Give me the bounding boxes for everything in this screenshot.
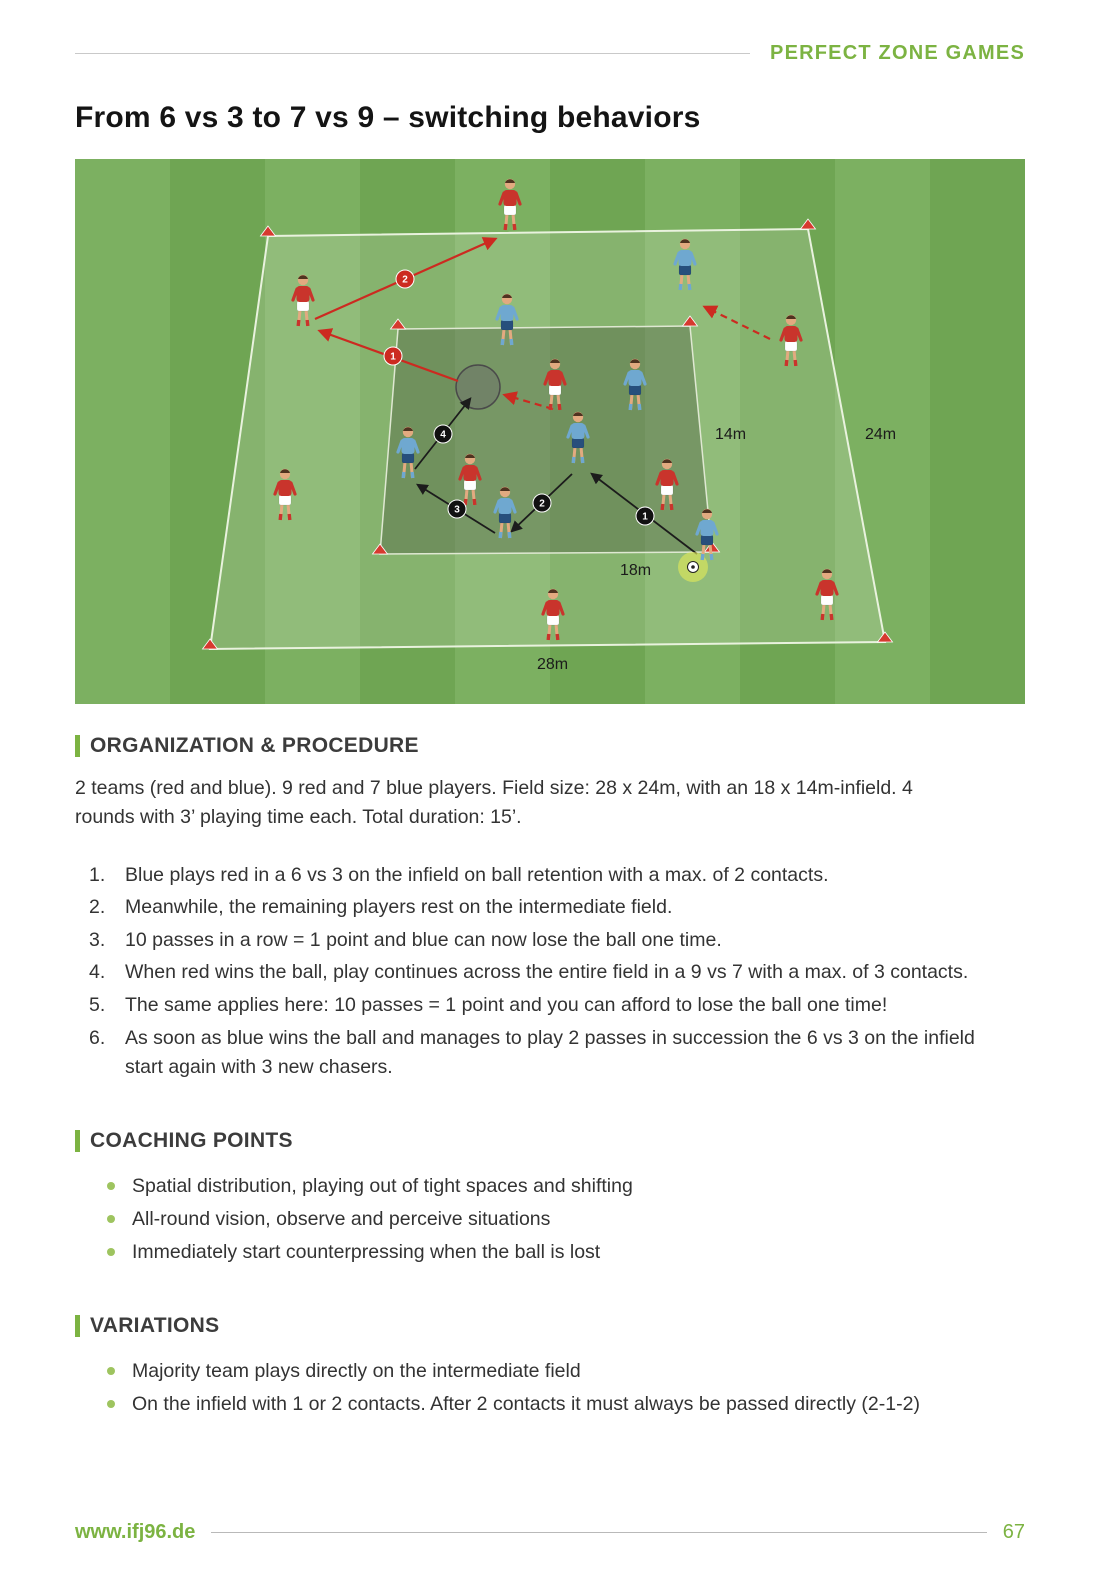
dimension-label: 28m	[537, 656, 568, 673]
page-footer: www.ifj96.de 67	[75, 1521, 1025, 1544]
section-coaching-points: COACHING POINTS Spatial distribution, pl…	[75, 1129, 1025, 1268]
player-blue	[695, 508, 719, 561]
procedure-step: Blue plays red in a 6 vs 3 on the infiel…	[89, 861, 829, 890]
infield-zone	[379, 325, 713, 555]
player-blue	[396, 426, 420, 479]
run-arrow	[702, 305, 771, 340]
coaching-point: All-round vision, observe and perceive s…	[105, 1204, 1025, 1234]
svg-text:4: 4	[440, 430, 446, 441]
player-blue	[623, 358, 647, 411]
svg-text:1: 1	[642, 512, 648, 523]
pass-number-marker: 1	[635, 506, 655, 526]
player-red	[291, 274, 315, 327]
grass-stripe	[930, 159, 1025, 704]
field-diagram-svg: 1 2 3 4 1 2 14m 24m 18m 28m	[75, 159, 1025, 704]
section-heading: ORGANIZATION & PROCEDURE	[90, 734, 419, 757]
player-red	[655, 458, 679, 511]
cone-icon	[201, 638, 219, 650]
procedure-step: The same applies here: 10 passes = 1 poi…	[89, 991, 888, 1020]
coaching-point: Spatial distribution, playing out of tig…	[105, 1171, 1025, 1201]
player-red	[498, 178, 522, 231]
cone-icon	[371, 543, 389, 555]
section-heading-row: COACHING POINTS	[75, 1129, 1025, 1153]
section-heading: VARIATIONS	[90, 1313, 220, 1337]
grass-stripe	[75, 159, 171, 704]
svg-text:1: 1	[390, 352, 396, 363]
footer-divider	[211, 1532, 987, 1533]
cone-icon	[876, 631, 894, 643]
procedure-step: 10 passes in a row = 1 point and blue ca…	[89, 926, 722, 955]
section-heading: COACHING POINTS	[90, 1128, 293, 1152]
procedure-step: When red wins the ball, play continues a…	[89, 958, 969, 987]
player-blue	[495, 293, 519, 346]
page-title: From 6 vs 3 to 7 vs 9 – switching behavi…	[75, 101, 701, 134]
player-blue	[566, 411, 590, 464]
pass-number-marker: 4	[433, 424, 453, 444]
chapter-title: PERFECT ZONE GAMES	[770, 42, 1025, 64]
grass-stripe	[265, 159, 361, 704]
player-red	[779, 314, 803, 367]
variation-item: Majority team plays directly on the inte…	[105, 1356, 1025, 1386]
cone-icon	[799, 218, 817, 230]
grass-stripe	[645, 159, 741, 704]
dimension-label: 24m	[865, 426, 896, 443]
pass-number-marker: 2	[395, 269, 415, 289]
grass-stripe	[170, 159, 266, 704]
player-red	[458, 453, 482, 506]
svg-text:2: 2	[539, 499, 545, 510]
section-organization: ORGANIZATION & PROCEDURE 2 teams (red an…	[75, 734, 1025, 1083]
organization-intro: 2 teams (red and blue). 9 red and 7 blue…	[75, 777, 913, 829]
coaching-points-list: Spatial distribution, playing out of tig…	[105, 1171, 1025, 1268]
variation-item: On the infield with 1 or 2 contacts. Aft…	[105, 1389, 1025, 1419]
header-divider	[75, 53, 751, 54]
grass-stripe	[835, 159, 931, 704]
ball-detail	[691, 565, 695, 569]
svg-text:3: 3	[454, 505, 460, 516]
website-link[interactable]: www.ifj96.de	[75, 1521, 196, 1543]
player-blue	[673, 238, 697, 291]
grass-stripe	[550, 159, 646, 704]
variations-list: Majority team plays directly on the inte…	[105, 1356, 1025, 1419]
cone-icon	[389, 318, 407, 330]
player-red	[541, 588, 565, 641]
green-bar-icon	[75, 1129, 80, 1152]
section-variations: VARIATIONS Majority team plays directly …	[75, 1314, 1025, 1419]
cone-icon	[259, 225, 277, 237]
section-heading-row: VARIATIONS	[75, 1314, 1025, 1338]
field-diagram: 1 2 3 4 1 2 14m 24m 18m 28m	[75, 159, 1025, 704]
pass-number-marker: 3	[447, 499, 467, 519]
cone-icon	[681, 315, 699, 327]
section-heading-row: ORGANIZATION & PROCEDURE	[75, 734, 1025, 758]
dimension-label: 18m	[620, 562, 651, 579]
coaching-point: Immediately start counterpressing when t…	[105, 1237, 1025, 1267]
player-blue	[493, 486, 517, 539]
page-number: 67	[1002, 1521, 1025, 1543]
procedure-step: Meanwhile, the remaining players rest on…	[89, 893, 673, 922]
green-bar-icon	[75, 735, 80, 757]
grass-stripe	[740, 159, 836, 704]
procedure-steps: Blue plays red in a 6 vs 3 on the infiel…	[89, 861, 1014, 1083]
dimension-label: 14m	[715, 426, 746, 443]
procedure-step: As soon as blue wins the ball and manage…	[89, 1024, 975, 1079]
player-red	[815, 568, 839, 621]
player-red	[273, 468, 297, 521]
player-red	[543, 358, 567, 411]
target-circle	[455, 364, 501, 410]
pass-number-marker: 1	[383, 346, 403, 366]
page-header: PERFECT ZONE GAMES	[75, 42, 1025, 65]
green-bar-icon	[75, 1314, 80, 1337]
pass-number-marker: 2	[532, 493, 552, 513]
svg-text:2: 2	[402, 275, 408, 286]
run-arrow	[502, 391, 554, 411]
